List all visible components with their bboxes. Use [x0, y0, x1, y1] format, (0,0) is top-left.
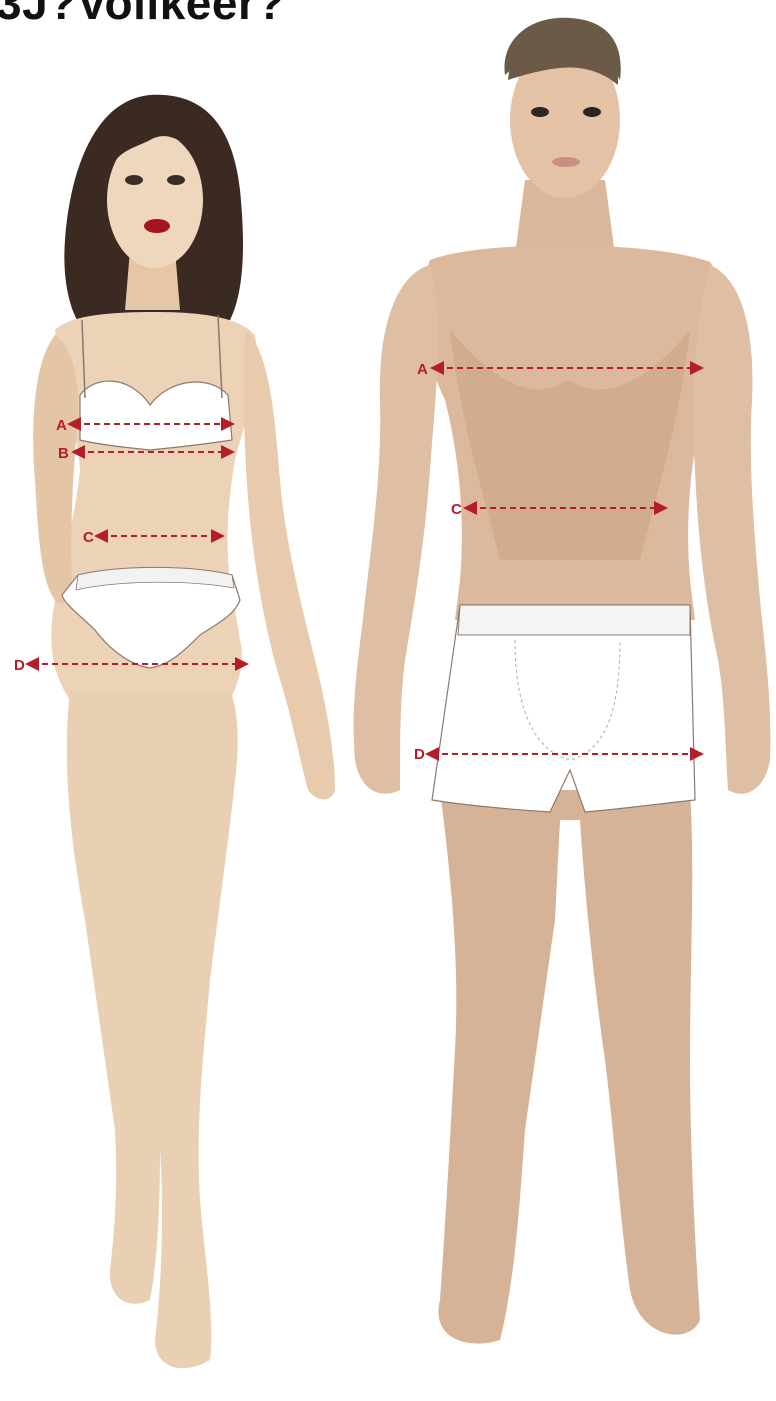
man-measure-a-label: A	[417, 361, 428, 378]
woman-measure-a-label: A	[56, 417, 67, 434]
man-lips	[552, 157, 580, 167]
man-left-arm	[354, 265, 438, 794]
woman-measure-c-label: C	[83, 529, 94, 546]
man-legs	[438, 790, 700, 1344]
man-measure-d-label: D	[414, 746, 425, 763]
man-left-eye	[531, 107, 549, 117]
man-figure	[354, 18, 771, 1344]
woman-legs	[67, 690, 238, 1368]
man-measure-c-label: C	[451, 501, 462, 518]
woman-measure-d-label: D	[14, 657, 25, 674]
woman-right-arm	[244, 330, 335, 799]
woman-lips	[144, 219, 170, 233]
man-underwear-band	[458, 605, 690, 635]
woman-figure	[33, 95, 335, 1368]
woman-right-eye	[167, 175, 185, 185]
man-right-eye	[583, 107, 601, 117]
man-right-arm	[693, 265, 770, 794]
woman-measure-b-label: B	[58, 445, 69, 462]
man-underwear	[432, 605, 695, 812]
woman-left-eye	[125, 175, 143, 185]
